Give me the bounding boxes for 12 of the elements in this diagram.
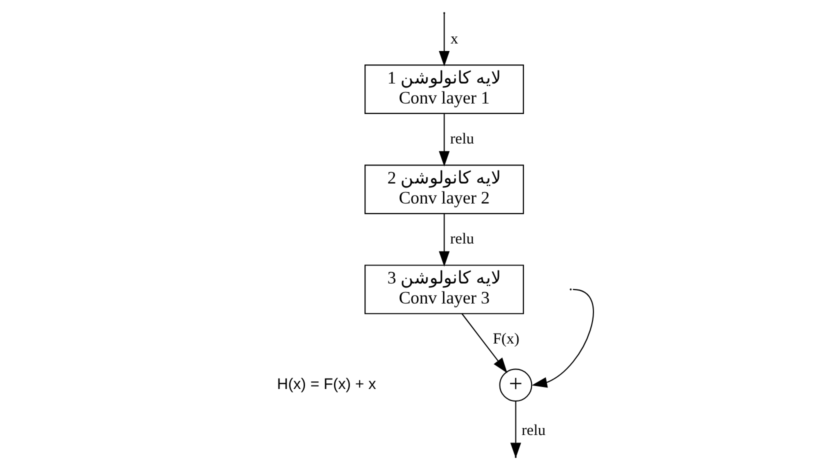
arrow bbox=[438, 13, 450, 66]
arrow bbox=[438, 214, 450, 267]
edge-label: relu bbox=[521, 422, 546, 439]
edge-label: x bbox=[450, 30, 458, 48]
arrow bbox=[460, 313, 507, 374]
arrow bbox=[531, 288, 594, 388]
node-circle: + bbox=[498, 368, 532, 402]
label: H(x) = F(x) + x bbox=[276, 376, 376, 394]
edge-label: F(x) bbox=[492, 330, 519, 348]
edge-label: relu bbox=[450, 230, 474, 248]
arrow bbox=[438, 114, 450, 167]
edge-label: relu bbox=[450, 130, 474, 148]
